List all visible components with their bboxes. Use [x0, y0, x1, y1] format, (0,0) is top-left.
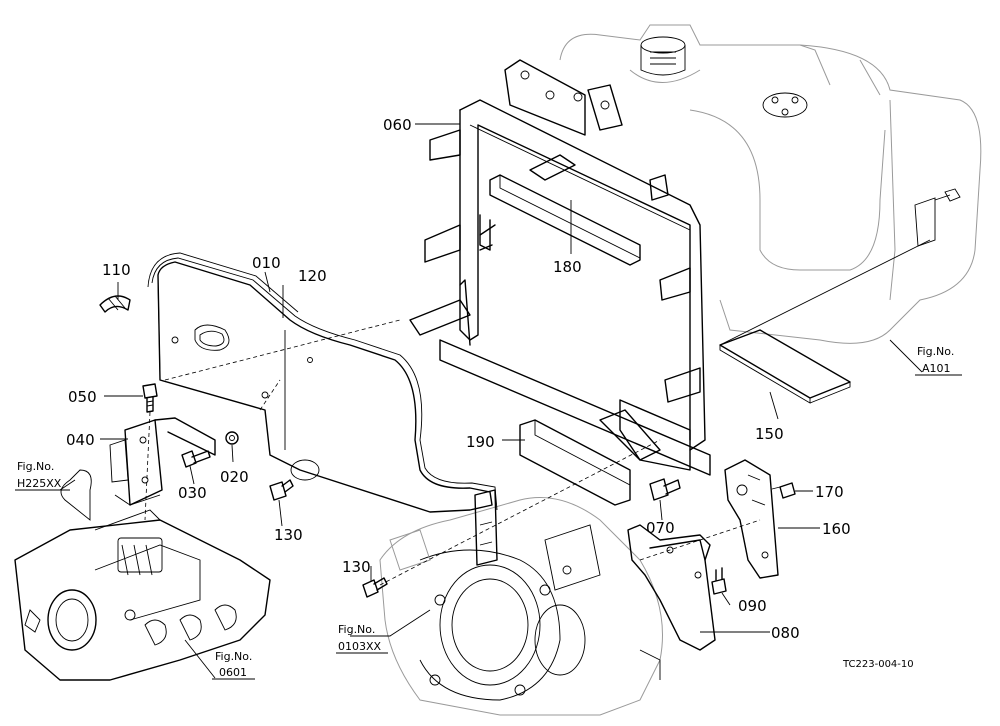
ref-h225-line1: Fig.No.	[17, 460, 54, 473]
plate-160	[724, 459, 779, 579]
label-180: 180	[553, 258, 582, 276]
assembly-line-1	[164, 319, 401, 381]
label-110: 110	[102, 261, 131, 279]
assembly-line-4	[379, 439, 661, 586]
label-060: 060	[383, 116, 412, 134]
label-030: 030	[178, 484, 207, 502]
bolt-130-a	[269, 479, 294, 501]
assembly-line-5	[639, 519, 761, 561]
ref-h225-line2: H225XX	[17, 477, 62, 490]
bar-180	[489, 174, 641, 266]
label-070: 070	[646, 519, 675, 537]
label-120: 120	[298, 267, 327, 285]
ref-0103-line1: Fig.No.	[338, 623, 375, 636]
cover-panel-010	[147, 252, 498, 566]
label-020: 020	[220, 468, 249, 486]
ref-0601-line1: Fig.No.	[215, 650, 252, 663]
label-090: 090	[738, 597, 767, 615]
leader-lines	[59, 123, 931, 679]
nut-020	[225, 431, 239, 445]
part-labels: 060 180 190 010 120 110 050 040 020 030 …	[66, 116, 851, 642]
bolt-130-b	[362, 577, 388, 598]
label-150: 150	[755, 425, 784, 443]
label-130-b: 130	[342, 558, 371, 576]
label-170: 170	[815, 483, 844, 501]
bracket-080	[627, 524, 716, 651]
drawing-code: TC223-004-10	[842, 659, 914, 670]
label-190: 190	[466, 433, 495, 451]
assembly-line-3	[144, 411, 151, 521]
label-160: 160	[822, 520, 851, 538]
bracket-top	[529, 154, 576, 181]
exhaust-manifold	[14, 469, 271, 681]
engine-block-outline	[379, 497, 663, 716]
bolt-070	[649, 478, 681, 501]
bolt-030	[181, 450, 211, 468]
bolt-050	[142, 383, 158, 413]
fuel-tank-outline	[559, 24, 982, 344]
ref-0601-line2: 0601	[219, 666, 247, 679]
label-050: 050	[68, 388, 97, 406]
block-190	[519, 419, 631, 506]
label-080: 080	[771, 624, 800, 642]
bolt-090	[711, 567, 727, 595]
label-040: 040	[66, 431, 95, 449]
ref-a101-line2: A101	[922, 362, 951, 375]
figure-references: Fig.No. H225XX Fig.No. A101 Fig.No. 0601…	[15, 345, 962, 680]
pad-150	[719, 329, 851, 404]
label-010: 010	[252, 254, 281, 272]
label-130-a: 130	[274, 526, 303, 544]
frame-060	[409, 59, 711, 476]
assembly-line-2	[259, 379, 281, 411]
ref-0103-line2: 0103XX	[338, 640, 382, 653]
bolt-170	[771, 482, 796, 499]
bracket-040	[109, 417, 216, 506]
clip-110	[99, 295, 131, 313]
ref-a101-line1: Fig.No.	[917, 345, 954, 358]
